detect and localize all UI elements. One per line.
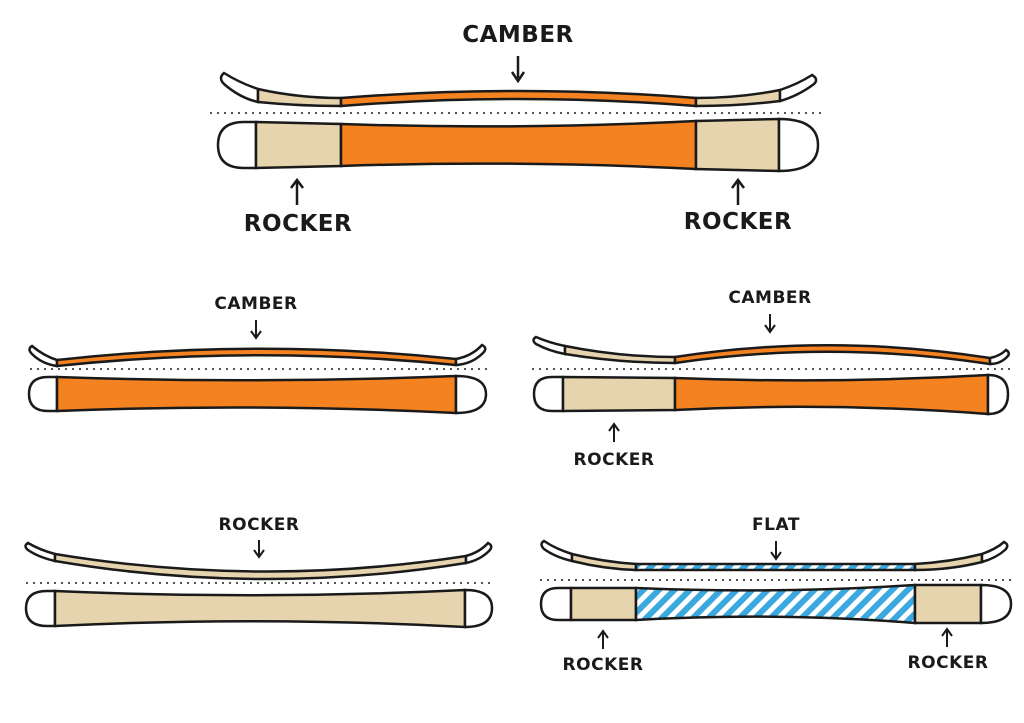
main-top-rocker-left bbox=[254, 120, 343, 170]
main-profile-tip-right bbox=[778, 73, 818, 103]
flat-rocker-top-rocker-left bbox=[569, 586, 638, 622]
main-camber-label: CAMBER bbox=[462, 22, 574, 48]
flat-label: FLAT bbox=[752, 515, 800, 535]
main-top-tip-left bbox=[216, 120, 258, 170]
camber-profile-camber bbox=[55, 347, 458, 368]
flat-rocker-profile-flat bbox=[634, 562, 917, 572]
arrow-down-icon bbox=[510, 56, 526, 84]
flat-rocker-profile-tip-right bbox=[980, 540, 1009, 564]
camber-profile-tip-right bbox=[454, 343, 487, 367]
main-rocker-left-label: ROCKER bbox=[243, 211, 353, 237]
main-diagram bbox=[210, 56, 822, 205]
arrow-down-icon bbox=[764, 314, 776, 334]
flat-rocker-top-flat bbox=[634, 583, 917, 625]
flat-rocker-profile-rocker-right bbox=[913, 552, 984, 572]
rocker-profile-tip-right bbox=[464, 541, 493, 565]
main-top-camber bbox=[339, 119, 698, 171]
camber-rocker-top-tip-right bbox=[986, 373, 1010, 416]
camber-profile-tip-left bbox=[28, 344, 59, 368]
flat-rocker-top-rocker-right bbox=[913, 583, 983, 625]
main-profile-tip-left bbox=[219, 71, 260, 104]
camber-rocker-profile-tip-left bbox=[532, 335, 567, 356]
rocker-profile-rocker bbox=[53, 552, 468, 581]
camber-rocker-rocker-label: ROCKER bbox=[573, 450, 655, 470]
camber-label: CAMBER bbox=[214, 294, 298, 314]
flat-rocker-diagram bbox=[539, 539, 1013, 649]
arrow-down-icon bbox=[250, 320, 262, 340]
camber-rocker-top-camber bbox=[673, 373, 990, 416]
flat-rocker-rocker-left-label: ROCKER bbox=[562, 655, 644, 675]
rocker-top-tip-left bbox=[24, 589, 57, 628]
flat-rocker-profile-tip-left bbox=[540, 539, 574, 563]
flat-rocker-top-tip-left bbox=[539, 586, 573, 622]
flat-rocker-rocker-right-label: ROCKER bbox=[907, 653, 989, 673]
camber-rocker-profile-rocker-left bbox=[563, 344, 677, 365]
camber-diagram bbox=[27, 320, 488, 415]
camber-rocker-top-rocker bbox=[561, 375, 677, 413]
rocker-diagram bbox=[24, 540, 494, 629]
flat-rocker-profile-rocker-left bbox=[570, 552, 638, 572]
camber-rocker-diagram bbox=[532, 314, 1010, 442]
camber-rocker-top-tip-left bbox=[532, 375, 565, 413]
main-profile-rocker-left bbox=[256, 87, 343, 108]
rocker-top-tip-right bbox=[463, 588, 494, 629]
arrow-down-icon bbox=[253, 540, 265, 559]
flat-rocker-top-tip-right bbox=[979, 583, 1013, 625]
rocker-profile-tip-left bbox=[24, 541, 57, 563]
main-profile-rocker-right bbox=[694, 88, 782, 108]
main-top-tip-right bbox=[777, 117, 820, 173]
camber-top-tip-right bbox=[454, 374, 488, 415]
camber-top-tip-left bbox=[27, 375, 59, 413]
camber-rocker-profile-camber bbox=[673, 344, 992, 366]
main-profile-camber bbox=[339, 89, 698, 108]
arrow-down-icon bbox=[770, 541, 782, 561]
arrow-up-icon bbox=[731, 177, 745, 205]
camber-rocker-profile-tip-right bbox=[988, 348, 1010, 366]
camber-top-camber bbox=[55, 374, 458, 415]
arrow-up-icon bbox=[597, 629, 609, 649]
arrow-up-icon bbox=[608, 422, 620, 442]
rocker-label: ROCKER bbox=[218, 515, 300, 535]
arrow-up-icon bbox=[941, 627, 953, 647]
arrow-up-icon bbox=[290, 177, 304, 205]
main-rocker-right-label: ROCKER bbox=[683, 209, 793, 235]
rocker-top-rocker bbox=[53, 588, 467, 629]
main-top-rocker-right bbox=[694, 117, 781, 173]
camber-rocker-camber-label: CAMBER bbox=[728, 288, 812, 308]
